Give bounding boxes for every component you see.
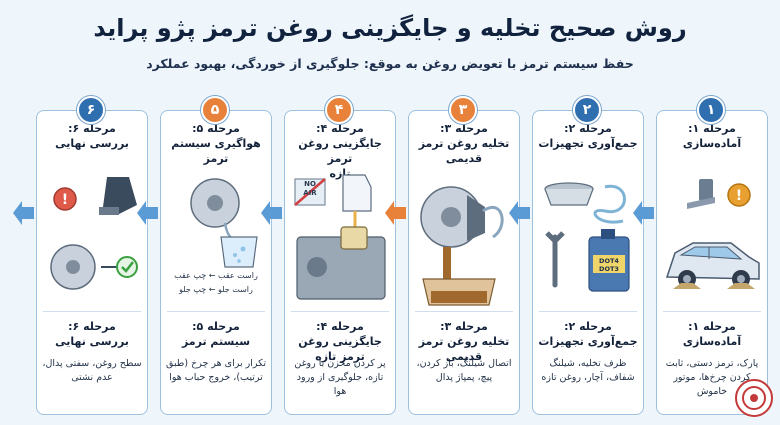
page-subtitle: حفظ سیستم ترمز با تعویض روغن به موقع: جل… — [146, 56, 634, 71]
divider — [43, 311, 141, 312]
step-description: سطح روغن، سفتی پدال، عدم نشتی — [42, 358, 142, 383]
divider — [663, 311, 761, 312]
flow-arrow-icon — [509, 201, 530, 225]
flow-arrow-icon — [13, 201, 34, 225]
step-subtitle: مرحله ۳: تخلیه روغن ترمز قدیمی — [418, 320, 510, 363]
final-check-illustration: ! — [50, 177, 138, 290]
step-panel-1: مرحله ۱: آماده‌سازی ! مرحله ۱: آماده‌ساز… — [656, 110, 768, 415]
divider — [291, 311, 389, 312]
step-title: مرحله ۶: بررسی نهایی — [55, 122, 129, 150]
step-title: مرحله ۴: جایگزینی روغن ترمز تازه — [298, 122, 382, 180]
fluid-bottle-label: DOT4 DOT3 — [599, 257, 619, 273]
step-badge-1: ۱ — [697, 96, 725, 124]
step-badge-3: ۳ — [449, 96, 477, 124]
step-panel-5: مرحله ۵: هواگیری سیستم ترمز راست عقب ← چ… — [160, 110, 272, 415]
step-title: مرحله ۳: تخلیه روغن ترمز قدیمی — [418, 122, 510, 165]
page-title: روش صحیح تخلیه و جایگزینی روغن ترمز پژو … — [93, 14, 687, 42]
bleed-order-line-1: راست عقب ← چپ عقب — [174, 271, 258, 280]
step-panel-3: مرحله ۳: تخلیه روغن ترمز قدیمی مرحله ۳: … — [408, 110, 520, 415]
step-subtitle: مرحله ۴: جایگزینی روغن ترمز تازه — [298, 320, 382, 363]
divider — [539, 311, 637, 312]
step-badge-4: ۴ — [325, 96, 353, 124]
tools-illustration — [544, 182, 630, 292]
step-badge-5: ۵ — [201, 96, 229, 124]
step-panel-2: مرحله ۲: جمع‌آوری تجهیزات DOT4 DOT3 مرحل… — [532, 110, 644, 415]
step-subtitle: مرحله ۱: آماده‌سازی — [682, 320, 742, 348]
step-description: پارک، ترمز دستی، ثابت کردن چرخ‌ها، موتور… — [665, 358, 759, 397]
divider — [167, 311, 265, 312]
no-air-label: NO AIR — [303, 180, 317, 197]
flow-arrow-icon — [137, 201, 158, 225]
step-title: مرحله ۲: جمع‌آوری تجهیزات — [538, 122, 638, 150]
brake-drain-illustration — [420, 186, 504, 306]
flow-arrow-icon — [261, 201, 282, 225]
car-illustration: ! — [665, 179, 760, 289]
svg-text:!: ! — [736, 188, 742, 204]
step-description: تکرار برای هر چرخ (طبق ترتیب)، خروج حباب… — [166, 358, 266, 383]
step-title: مرحله ۵: هواگیری سیستم ترمز — [171, 122, 261, 165]
bleeding-illustration — [190, 178, 258, 268]
step-subtitle: مرحله ۶: بررسی نهایی — [55, 320, 129, 348]
refill-illustration — [294, 174, 386, 300]
step-badge-2: ۲ — [573, 96, 601, 124]
step-description: ظرف تخلیه، شیلنگ شفاف، آچار، روغن تازه — [541, 358, 635, 383]
step-panel-4: مرحله ۴: جایگزینی روغن ترمز تازه NO AIR … — [284, 110, 396, 415]
step-panel-6: مرحله ۶: بررسی نهایی ! مرحله ۶: بررسی نه… — [36, 110, 148, 415]
step-title: مرحله ۱: آماده‌سازی — [682, 122, 742, 150]
bleed-order-line-2: راست جلو ← چپ جلو — [179, 285, 253, 294]
flow-arrow-icon — [385, 201, 406, 225]
flow-arrow-icon — [633, 201, 654, 225]
step-badge-6: ۶ — [77, 96, 105, 124]
brand-logo-icon — [735, 379, 773, 417]
step-description: اتصال شیلنگ، باز کردن، پیچ، پمپاژ پدال — [416, 358, 512, 383]
svg-text:!: ! — [62, 192, 68, 208]
step-subtitle: مرحله ۲: جمع‌آوری تجهیزات — [538, 320, 638, 348]
divider — [415, 311, 513, 312]
step-subtitle: مرحله ۵: سیستم ترمز — [181, 320, 251, 348]
step-description: پر کردن مخزن با روغن تازه، جلوگیری از ور… — [294, 358, 386, 397]
